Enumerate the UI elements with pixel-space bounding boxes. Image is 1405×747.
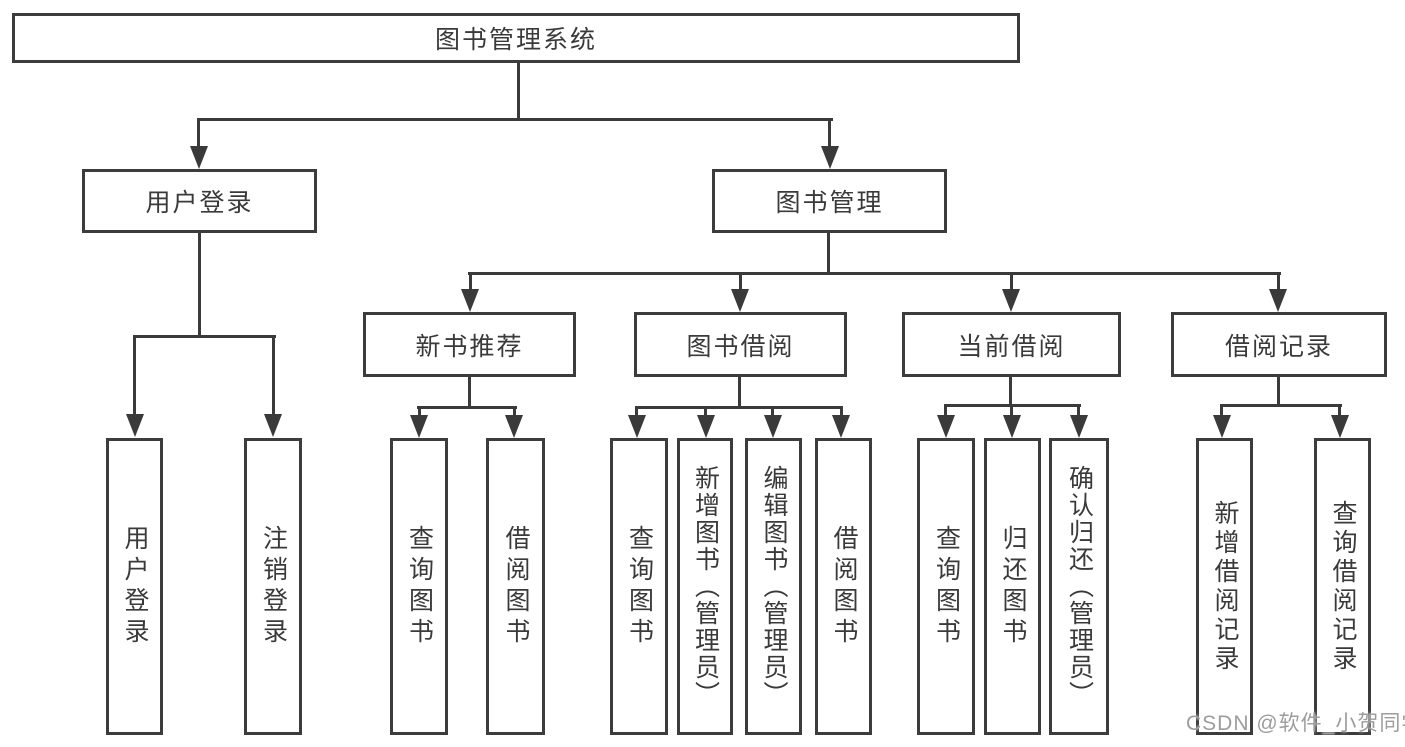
arrowhead-icon — [764, 415, 782, 438]
arrowhead-icon — [697, 415, 715, 438]
node-book-borrowing: 图书借阅 — [634, 312, 847, 377]
node-label: 借阅图书 — [502, 524, 530, 649]
node-add-borrow-record: 新增借阅记录 — [1196, 438, 1253, 735]
node-book-management: 图书管理 — [712, 169, 947, 233]
connector-line — [738, 375, 741, 408]
arrowhead-icon — [126, 414, 144, 437]
node-label: 借阅记录 — [1224, 332, 1333, 361]
node-label: 用户登录 — [145, 189, 254, 217]
connector-line — [468, 272, 1281, 275]
arrowhead-icon — [1269, 289, 1287, 312]
connector-line — [635, 406, 843, 409]
connector-line — [840, 406, 843, 418]
node-query-borrow-record: 查询借阅记录 — [1314, 438, 1371, 735]
connector-line — [944, 404, 947, 416]
node-user-login-leaf: 用户登录 — [106, 438, 163, 735]
node-borrow-records: 借阅记录 — [1171, 312, 1387, 377]
node-label: 当前借阅 — [957, 332, 1066, 361]
node-edit-book-admin: 编辑图书（管理员） — [745, 438, 802, 735]
node-borrow-books-borrowing: 借阅图书 — [815, 438, 872, 735]
connector-line — [704, 406, 707, 418]
node-label: 查询图书 — [625, 524, 654, 649]
node-label: 用户登录 — [121, 524, 149, 649]
node-label: 图书管理系统 — [434, 26, 597, 54]
node-root: 图书管理系统 — [12, 13, 1020, 63]
connector-line — [417, 406, 517, 409]
connector-line — [1077, 404, 1080, 416]
node-label: 图书管理 — [775, 189, 884, 217]
node-query-books-current: 查询图书 — [917, 438, 975, 735]
connector-line — [771, 406, 774, 418]
node-label: 确认归还（管理员） — [1065, 465, 1094, 708]
csdn-watermark: CSDN @软件_小贺同学 — [1186, 712, 1405, 735]
connector-line — [1338, 404, 1341, 416]
connector-line — [1277, 272, 1280, 292]
node-label: 查询图书 — [932, 524, 961, 649]
connector-line — [133, 335, 136, 416]
node-user-login: 用户登录 — [82, 169, 317, 233]
node-confirm-return-admin: 确认归还（管理员） — [1049, 438, 1109, 735]
connector-line — [1220, 404, 1223, 416]
node-label: 新增图书（管理员） — [691, 465, 720, 708]
connector-line — [513, 406, 516, 418]
connector-line — [198, 231, 201, 337]
node-return-book: 归还图书 — [984, 438, 1041, 735]
arrowhead-icon — [937, 415, 955, 438]
arrowhead-icon — [1070, 415, 1088, 438]
arrowhead-icon — [1003, 415, 1021, 438]
node-new-book-recommend: 新书推荐 — [363, 312, 576, 377]
arrowhead-icon — [832, 415, 850, 438]
node-logout: 注销登录 — [244, 438, 302, 735]
connector-line — [739, 272, 742, 292]
node-label: 借阅图书 — [830, 524, 858, 649]
node-borrow-books-recommend: 借阅图书 — [486, 438, 545, 735]
connector-line — [468, 375, 471, 408]
arrowhead-icon — [264, 414, 282, 437]
connector-line — [828, 118, 831, 148]
arrowhead-icon — [821, 146, 839, 169]
node-label: 编辑图书（管理员） — [760, 465, 788, 708]
node-label: 新书推荐 — [415, 332, 524, 361]
node-label: 查询图书 — [405, 524, 434, 649]
connector-line — [517, 61, 520, 120]
node-query-books-recommend: 查询图书 — [390, 438, 448, 735]
arrowhead-icon — [731, 289, 749, 312]
arrowhead-icon — [410, 415, 428, 438]
connector-line — [272, 335, 275, 416]
arrowhead-icon — [505, 415, 523, 438]
arrowhead-icon — [1213, 415, 1231, 438]
arrowhead-icon — [1002, 289, 1020, 312]
connector-line — [469, 272, 472, 292]
arrowhead-icon — [190, 146, 208, 169]
connector-line — [133, 335, 276, 338]
arrowhead-icon — [628, 415, 646, 438]
connector-line — [827, 231, 830, 274]
connector-line — [418, 406, 421, 418]
connector-line — [1010, 404, 1013, 416]
node-label: 图书借阅 — [686, 332, 795, 361]
node-query-books-borrowing: 查询图书 — [610, 438, 668, 735]
connector-line — [197, 118, 200, 148]
node-label: 注销登录 — [259, 524, 288, 649]
node-label: 新增借阅记录 — [1211, 499, 1239, 674]
arrowhead-icon — [461, 289, 479, 312]
connector-line — [1277, 375, 1280, 406]
node-label: 归还图书 — [999, 524, 1027, 649]
arrowhead-icon — [1331, 415, 1349, 438]
node-label: 查询借阅记录 — [1329, 499, 1357, 674]
connector-line — [1220, 404, 1342, 407]
connector-line — [1010, 272, 1013, 292]
connector-line — [197, 118, 833, 121]
node-add-book-admin: 新增图书（管理员） — [677, 438, 733, 735]
node-current-borrowing: 当前借阅 — [902, 312, 1121, 377]
connector-line — [1009, 375, 1012, 406]
connector-line — [635, 406, 638, 418]
